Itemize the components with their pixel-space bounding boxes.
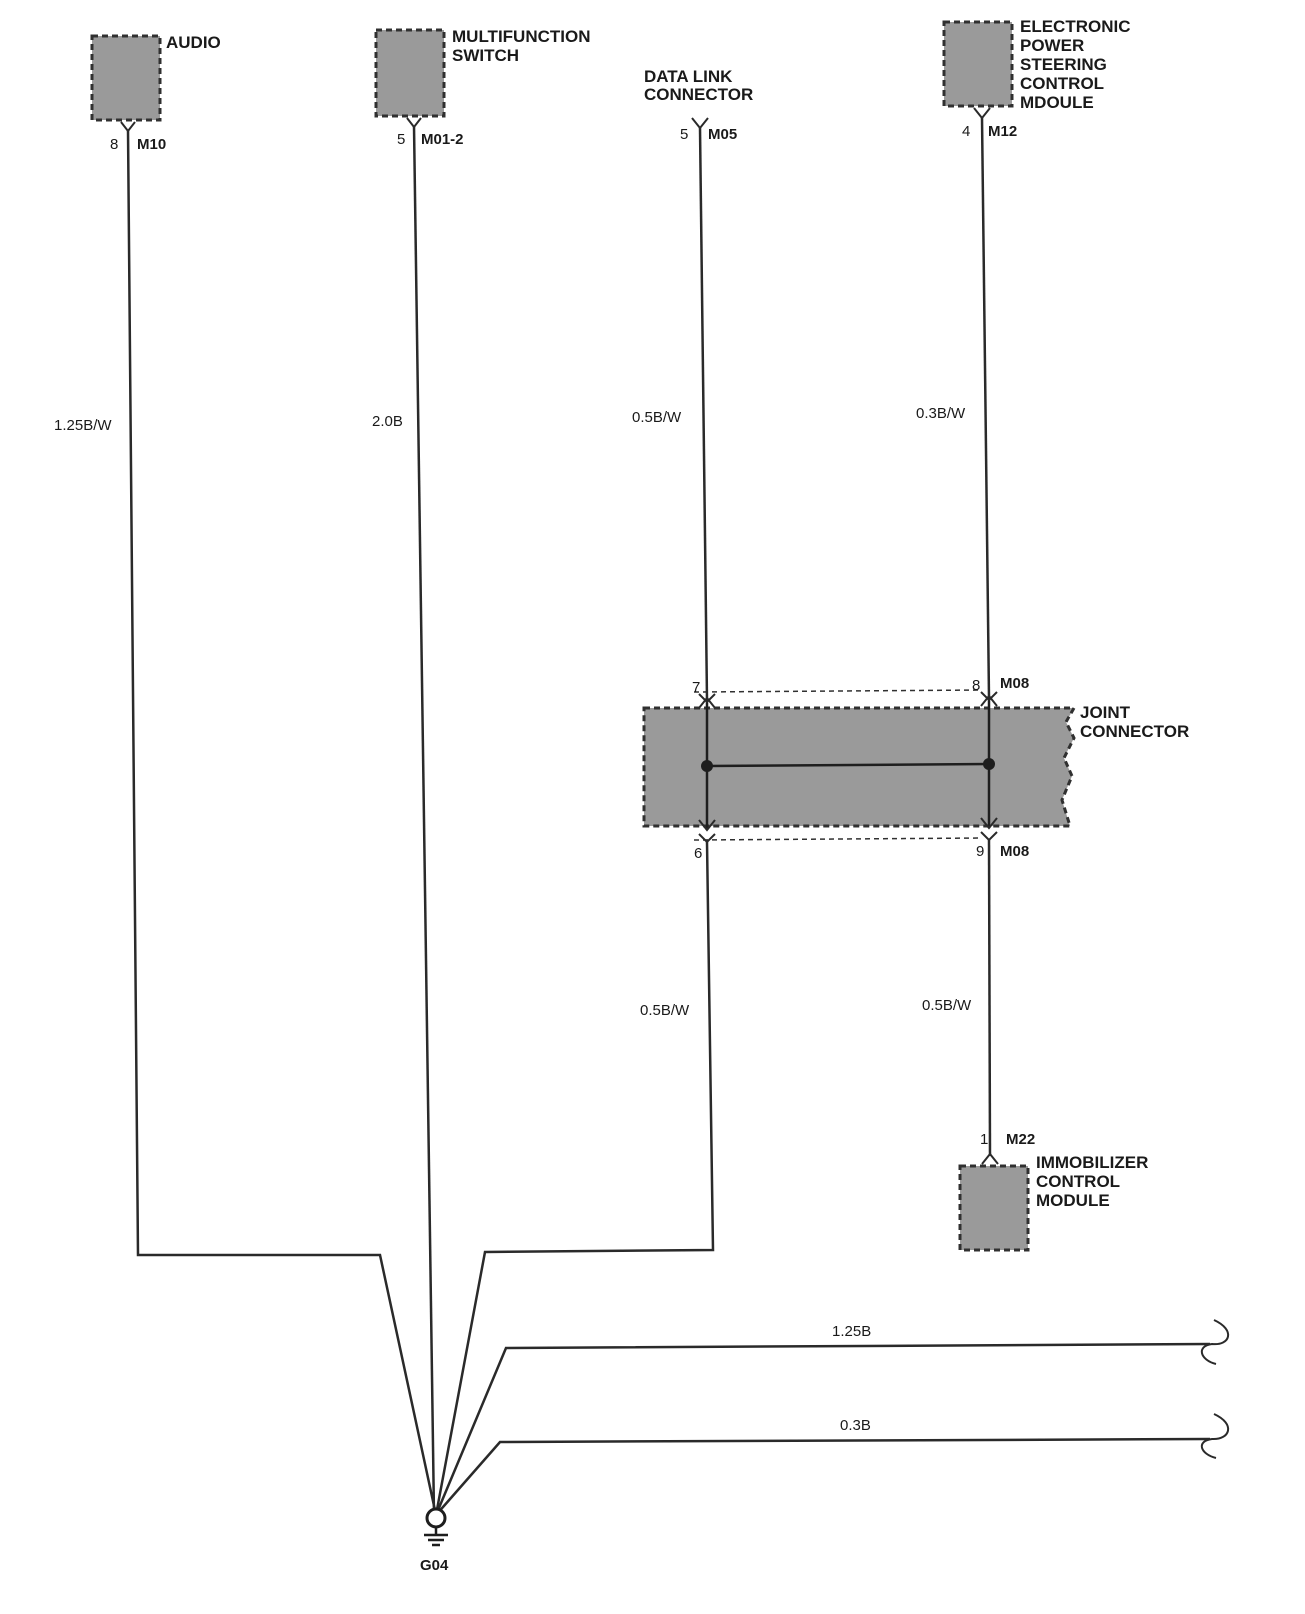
- wire-audio: [126, 129, 438, 1516]
- joint-pin7: 7: [692, 679, 700, 696]
- multifunction-label-line1: MULTIFUNCTION: [452, 27, 591, 46]
- wire-dlc-lower-label: 0.5B/W: [640, 1002, 690, 1019]
- eps-pin: 4: [962, 123, 970, 140]
- dlc-connector: M05: [708, 126, 737, 143]
- joint-bottom-connector: M08: [1000, 843, 1029, 860]
- eps-label-line1: ELECTRONIC: [1020, 17, 1131, 36]
- wire-ground-upper: [434, 1342, 1211, 1516]
- joint-pin6: 6: [694, 845, 702, 862]
- wire-ground-upper-label: 1.25B: [832, 1323, 871, 1340]
- joint-pin9-terminal: [980, 831, 998, 842]
- joint-pin8-terminal: [980, 691, 998, 702]
- joint-pin8: 8: [972, 677, 980, 694]
- wire-ground-lower-label: 0.3B: [840, 1417, 871, 1434]
- immobilizer-connector: M22: [1006, 1131, 1035, 1148]
- eps-label-line2: POWER: [1020, 36, 1084, 55]
- wire-dlc-upper: [698, 127, 709, 701]
- wire-dlc-lower: [434, 841, 715, 1516]
- joint-pin9: 9: [976, 843, 984, 860]
- eps-connector: M12: [988, 123, 1017, 140]
- eps-label-line4: CONTROL: [1020, 74, 1104, 93]
- immobilizer-label-line2: CONTROL: [1036, 1172, 1120, 1191]
- joint-pin6-terminal: [698, 833, 716, 844]
- wire-audio-label: 1.25B/W: [54, 417, 112, 434]
- immobilizer-pin: 1: [980, 1131, 988, 1148]
- dlc-terminal: [691, 117, 709, 130]
- multifunction-terminal: [406, 117, 422, 129]
- immobilizer-label-line1: IMMOBILIZER: [1036, 1153, 1148, 1172]
- multifunction-switch-component[interactable]: MULTIFUNCTION SWITCH: [374, 27, 591, 118]
- wire-eps-label: 0.3B/W: [916, 405, 966, 422]
- ground-upper-continuation-icon: [1201, 1319, 1229, 1365]
- immobilizer-label-line3: MODULE: [1036, 1191, 1110, 1210]
- wire-immobilizer: [987, 839, 992, 1157]
- audio-pin: 8: [110, 136, 118, 153]
- wire-eps: [980, 117, 991, 699]
- eps-label-line3: STEERING: [1020, 55, 1107, 74]
- wire-multifunction: [412, 125, 436, 1516]
- joint-top-connector: M08: [1000, 675, 1029, 692]
- wire-immobilizer-label: 0.5B/W: [922, 997, 972, 1014]
- ground-icon: [424, 1507, 448, 1547]
- ground-lower-continuation-icon: [1201, 1413, 1229, 1459]
- multifunction-pin: 5: [397, 131, 405, 148]
- dlc-label-line2: CONNECTOR: [644, 85, 753, 104]
- audio-connector: M10: [137, 136, 166, 153]
- dlc-pin: 5: [680, 126, 688, 143]
- joint-connector-label-line2: CONNECTOR: [1080, 722, 1189, 741]
- multifunction-label-line2: SWITCH: [452, 46, 519, 65]
- joint-connector-label-line1: JOINT: [1080, 703, 1131, 722]
- wire-multifunction-label: 2.0B: [372, 413, 403, 430]
- joint-connector-component[interactable]: JOINT CONNECTOR: [642, 689, 1189, 841]
- wire-dlc-upper-label: 0.5B/W: [632, 409, 682, 426]
- dlc-label-line1: DATA LINK: [644, 67, 733, 86]
- eps-label-line5: MDOULE: [1020, 93, 1094, 112]
- audio-component[interactable]: AUDIO: [90, 33, 221, 122]
- multifunction-connector: M01-2: [421, 131, 464, 148]
- joint-pin7-terminal: [698, 693, 716, 704]
- eps-terminal: [973, 107, 991, 120]
- ground-label: G04: [420, 1557, 449, 1574]
- audio-terminal: [120, 121, 136, 133]
- eps-module-component[interactable]: ELECTRONIC POWER STEERING CONTROL MDOULE: [942, 17, 1131, 112]
- audio-label: AUDIO: [166, 33, 221, 52]
- wire-ground-lower: [435, 1437, 1211, 1516]
- immobilizer-component[interactable]: IMMOBILIZER CONTROL MODULE: [958, 1153, 1148, 1252]
